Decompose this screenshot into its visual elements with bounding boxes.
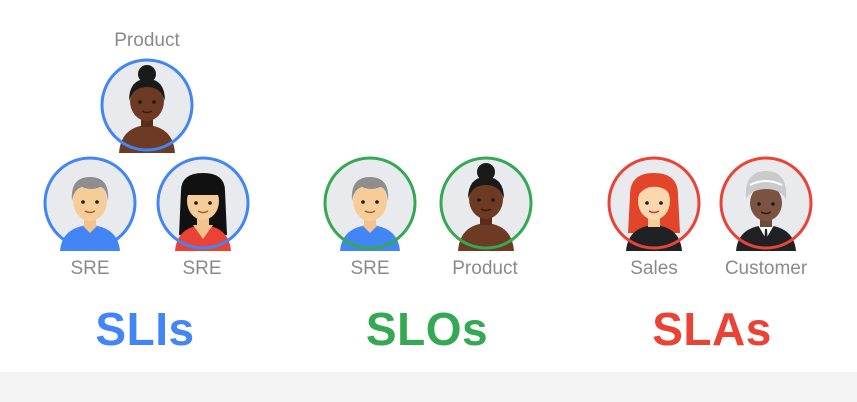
slo-sre-avatar [322, 155, 418, 251]
bottom-band [0, 372, 857, 402]
man-turban-icon [719, 156, 813, 251]
man-gray-hair-icon [323, 156, 417, 251]
slo-sre-label: SRE [350, 258, 390, 279]
sla-title: SLAs [652, 303, 772, 355]
sla-customer-avatar [718, 155, 814, 251]
sla-sales-label: Sales [630, 258, 678, 279]
sla-customer-label: Customer [724, 258, 808, 279]
woman-black-bangs-icon [156, 156, 250, 251]
man-gray-hair-icon [43, 156, 137, 251]
woman-dark-bun-icon [439, 156, 533, 251]
sli-title: SLIs [95, 303, 195, 355]
sli-product-avatar [99, 57, 195, 153]
slo-product-label: Product [452, 258, 518, 279]
sli-sre-1-avatar [42, 155, 138, 251]
woman-red-hair-icon [607, 156, 701, 251]
sla-sales-avatar [606, 155, 702, 251]
slo-product-avatar [438, 155, 534, 251]
sli-sre-1-label: SRE [70, 258, 110, 279]
slo-title: SLOs [365, 303, 489, 355]
sli-product-label: Product [114, 30, 180, 51]
sli-sre-2-avatar [155, 155, 251, 251]
woman-dark-bun-icon [100, 58, 194, 153]
sli-sre-2-label: SRE [182, 258, 222, 279]
